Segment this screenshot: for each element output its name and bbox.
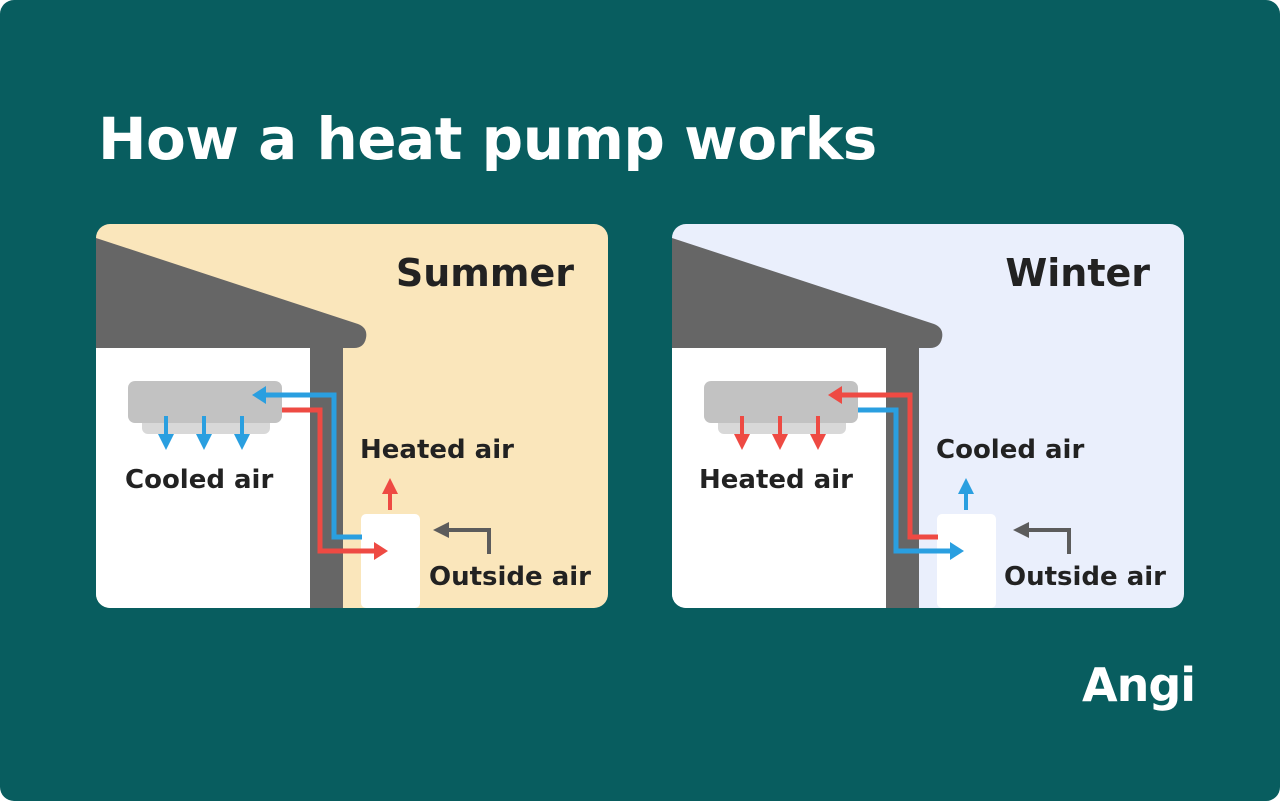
winter-panel: Winter Heated air Cooled air Outside air — [672, 224, 1184, 608]
indoor-unit — [128, 381, 282, 423]
cooled-refrigerant-line — [858, 407, 951, 554]
summer-house-diagram — [96, 238, 491, 608]
heated-line-arrowhead — [828, 386, 842, 404]
downspout — [310, 348, 343, 608]
season-label: Winter — [1005, 251, 1150, 295]
winter-house-diagram — [672, 238, 1071, 608]
outdoor-unit — [937, 514, 996, 608]
heated-refrigerant-line — [282, 407, 375, 554]
exhaust-air-label: Cooled air — [936, 435, 1085, 465]
cooled-line-arrowhead — [950, 542, 964, 560]
outside-air-arrow — [1013, 522, 1071, 554]
indoor-air-label: Heated air — [699, 465, 853, 495]
indoor-unit — [704, 381, 858, 423]
outside-air-label: Outside air — [1004, 562, 1167, 592]
heated-refrigerant-line — [834, 392, 938, 540]
cooled-line-arrowhead — [252, 386, 266, 404]
outdoor-unit — [361, 514, 420, 608]
page-title: How a heat pump works — [98, 105, 877, 173]
indoor-air-label: Cooled air — [125, 465, 274, 495]
season-label: Summer — [395, 251, 574, 295]
house-roof — [96, 238, 367, 348]
cooled-refrigerant-line — [258, 392, 362, 540]
angi-logo: Angi — [1082, 658, 1196, 712]
downspout — [886, 348, 919, 608]
house-roof — [672, 238, 943, 348]
outside-air-arrow — [433, 522, 491, 554]
summer-panel: Summer Cooled air Heated air Outside air — [96, 224, 608, 608]
exhaust-air-label: Heated air — [360, 435, 514, 465]
heated-line-arrowhead — [374, 542, 388, 560]
outside-air-label: Outside air — [429, 562, 592, 592]
